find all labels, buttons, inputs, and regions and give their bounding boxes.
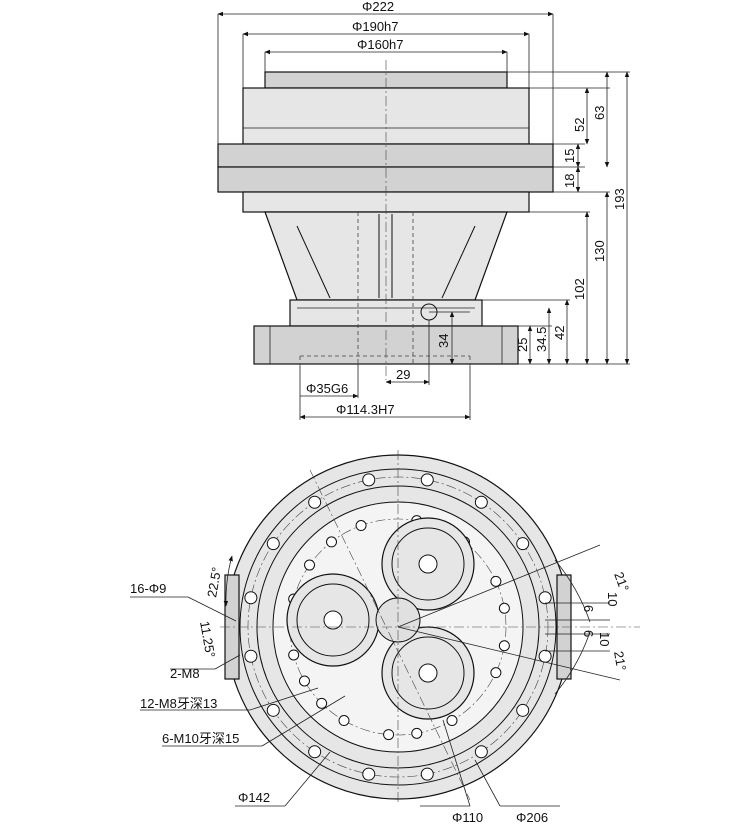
dim-15-label: 15 (562, 149, 577, 163)
label-21-deg-upper: 21° (611, 570, 632, 594)
tapped-hole (355, 520, 367, 532)
label-2-m8: 2-M8 (170, 666, 200, 681)
dim-25-label: 25 (515, 338, 530, 352)
tapped-hole (490, 667, 502, 679)
label-phi142: Φ142 (238, 790, 270, 805)
end-view: 16-Φ9 22.5° 11.25° 2-M8 12-M8牙深13 6-M10牙… (130, 450, 640, 825)
outer-bolt-hole (244, 649, 258, 663)
tapped-hole (411, 727, 423, 739)
dim-102: 102 (572, 211, 590, 365)
dim-phi160-label: Φ160h7 (357, 37, 404, 52)
dim-phi222: Φ222 (217, 0, 554, 144)
dim-34: 34 (429, 311, 470, 365)
outer-bolt-hole (516, 703, 530, 717)
flange-plate-lower (217, 166, 554, 193)
dim-phi160: Φ160h7 (264, 37, 508, 72)
dim-63: 63 (592, 71, 610, 168)
label-6-m10: 6-M10牙深15 (162, 731, 239, 746)
label-6-lower: 6 (581, 630, 596, 637)
outer-bolt-hole (362, 473, 376, 487)
dim-25: 25 (515, 325, 533, 365)
tapped-hole (498, 640, 510, 652)
label-11-25-deg: 11.25° (197, 620, 218, 659)
outer-bolt-hole (420, 767, 434, 781)
label-22-5-deg: 22.5° (204, 566, 224, 599)
end-view-bottom-labels: Φ142 Φ110 Φ206 (235, 719, 560, 825)
outer-bolt-hole (538, 591, 552, 605)
tapped-hole (498, 602, 510, 614)
label-phi110: Φ110 (452, 810, 483, 825)
outer-bolt-hole (308, 495, 322, 509)
dim-34-5: 34.5 (534, 307, 552, 365)
tapped-hole (304, 559, 316, 571)
label-6-upper: 6 (581, 605, 596, 612)
label-16-phi9: 16-Φ9 (130, 581, 166, 596)
dim-phi190: Φ190h7 (242, 19, 530, 88)
label-12-m8: 12-M8牙深13 (140, 696, 217, 711)
label-10-lower: 10 (597, 632, 612, 646)
tapped-hole (326, 536, 338, 548)
outer-bolt-hole (420, 473, 434, 487)
dim-42: 42 (552, 299, 570, 365)
outer-bolt-hole (538, 649, 552, 663)
dim-15: 15 (562, 143, 581, 168)
dim-130: 130 (592, 191, 610, 365)
tapped-hole (490, 575, 502, 587)
dim-phi114-label: Φ114.3H7 (336, 402, 395, 417)
dim-193: 193 (612, 71, 630, 365)
tapped-hole (446, 715, 458, 727)
dim-34-5-label: 34.5 (534, 327, 549, 352)
label-10-upper: 10 (605, 592, 620, 606)
planet-gear-top-right (381, 517, 475, 611)
flange-plate-upper (217, 143, 554, 168)
label-phi206: Φ206 (516, 810, 548, 825)
tapped-hole (288, 649, 300, 661)
tapped-hole (298, 675, 310, 687)
side-view: Φ222 Φ190h7 Φ160h7 63 52 (217, 0, 630, 420)
dim-phi35-label: Φ35G6 (306, 381, 348, 396)
tapped-hole (316, 697, 328, 709)
dim-193-label: 193 (612, 188, 627, 210)
outer-bolt-hole (266, 537, 280, 551)
dim-42-label: 42 (552, 326, 567, 340)
outer-bolt-hole (308, 745, 322, 759)
dim-52: 52 (572, 87, 590, 145)
outer-bolt-hole (516, 537, 530, 551)
outer-bolt-hole (362, 767, 376, 781)
outer-bolt-hole (474, 495, 488, 509)
dim-phi222-label: Φ222 (362, 0, 394, 14)
dim-102-label: 102 (572, 278, 587, 300)
dim-130-label: 130 (592, 240, 607, 262)
label-21-deg-lower: 21° (611, 650, 629, 672)
dim-18: 18 (562, 166, 581, 193)
dim-18-label: 18 (562, 174, 577, 188)
outer-bolt-hole (244, 591, 258, 605)
dim-phi190-label: Φ190h7 (352, 19, 399, 34)
dim-phi114: Φ114.3H7 (299, 366, 471, 420)
end-view-right-labels: 21° 10 6 6 10 21° (397, 544, 632, 695)
tapped-hole (338, 715, 350, 727)
end-view-left-labels: 16-Φ9 22.5° 11.25° 2-M8 12-M8牙深13 6-M10牙… (130, 555, 346, 747)
dim-52-label: 52 (572, 118, 587, 132)
dim-phi35: Φ35G6 (300, 364, 359, 399)
dim-29: 29 (385, 320, 430, 385)
dim-34-label: 34 (436, 334, 451, 348)
planet-gear-left (286, 573, 380, 667)
dim-63-label: 63 (592, 106, 607, 120)
outer-bolt-hole (266, 703, 280, 717)
dim-29-label: 29 (396, 367, 410, 382)
outer-bolt-hole (474, 745, 488, 759)
tapped-hole (383, 729, 395, 741)
